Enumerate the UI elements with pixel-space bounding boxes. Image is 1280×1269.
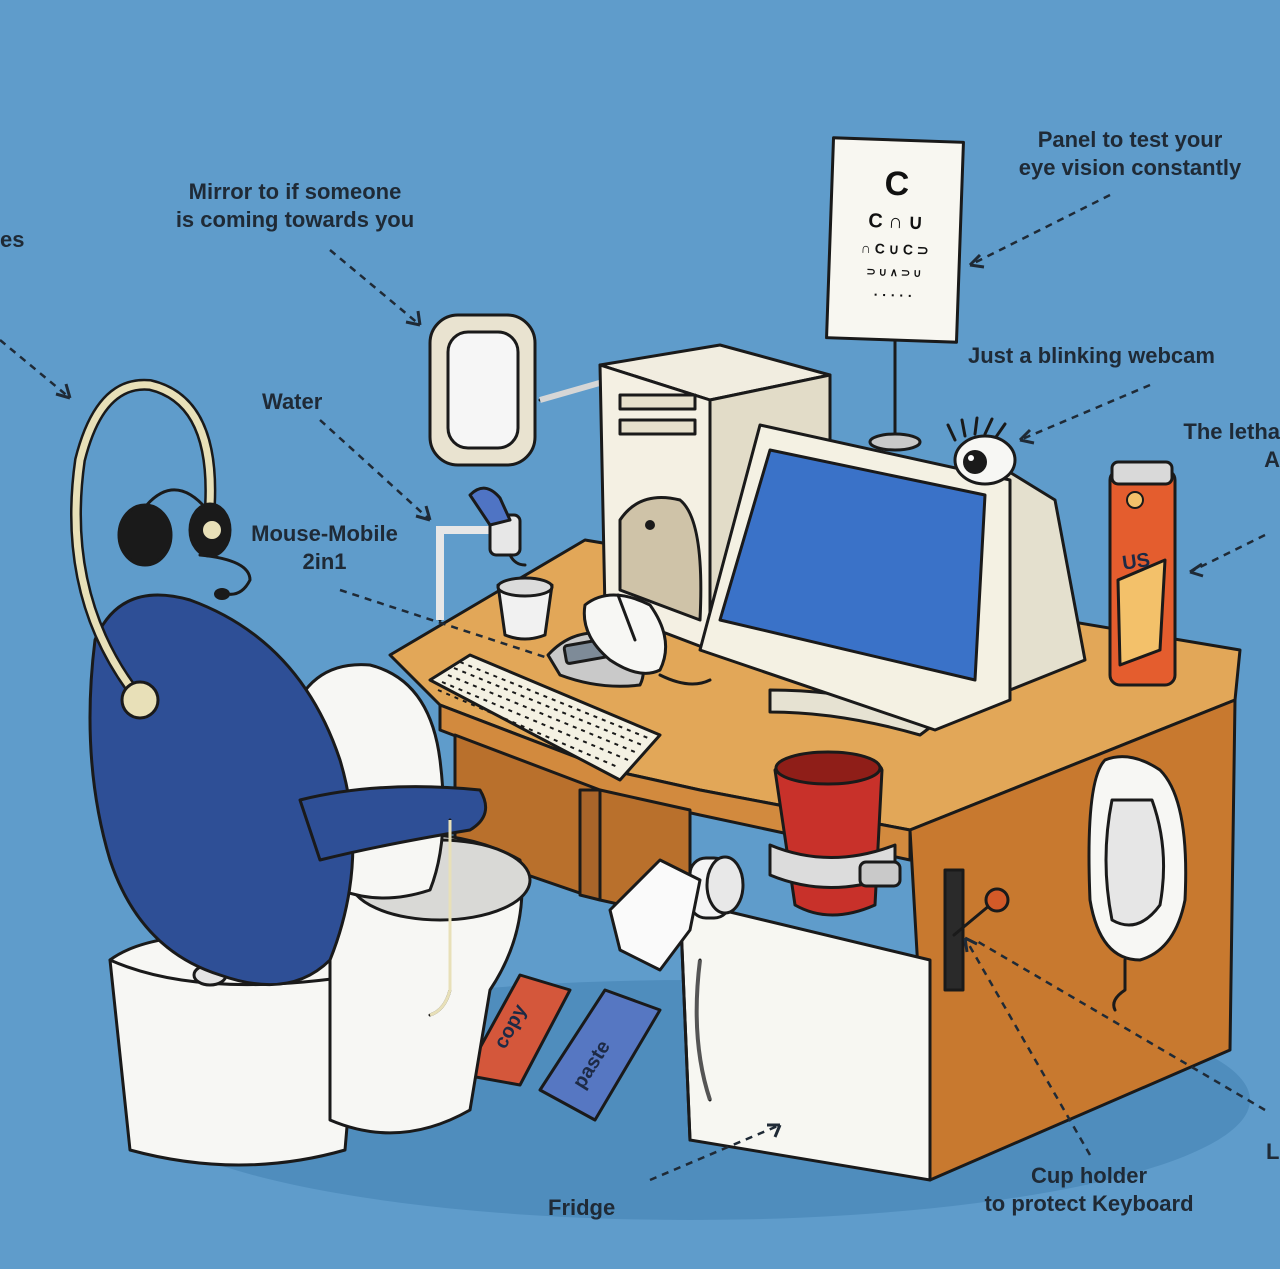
label-fridge: Fridge: [548, 1195, 616, 1220]
label-eye-panel: Panel to test your eye vision constantly: [985, 126, 1275, 182]
mouse-mobile: [546, 593, 712, 688]
headphones: [117, 488, 252, 600]
water-faucet: [436, 486, 527, 622]
label-mirror: Mirror to if someone is coming towards y…: [140, 178, 450, 234]
webcam-eye: [946, 416, 1017, 486]
crt-monitor: [698, 423, 1087, 737]
label-lethal: The letha A: [1170, 418, 1280, 474]
copy-pedal: [463, 973, 572, 1087]
paste-pedal: [538, 988, 662, 1122]
eye-chart-row-3: ∩ C ∪ C ⊃: [860, 240, 928, 258]
keyboard-keys: [437, 661, 649, 769]
label-left-edge: es: [0, 227, 25, 252]
eye-chart-row-5: · · · · ·: [873, 286, 912, 303]
spray-can-label: US: [1121, 549, 1152, 575]
eye-chart-letters: C C ∩ ∪ ∩ C ∪ C ⊃ ⊃ ∪ ∧ ⊃ ∪ · · · · ·: [860, 165, 928, 304]
label-water: Water: [262, 389, 323, 414]
side-mirror: [428, 313, 612, 467]
label-eye-panel-line-1: Panel to test your: [1037, 127, 1223, 152]
eye-chart-row-2: C ∩ ∪: [868, 210, 923, 234]
label-right-edge: L: [1266, 1139, 1280, 1164]
fridge: [678, 898, 932, 1182]
pedals: copy paste: [463, 973, 662, 1122]
label-lethal-line-2: A: [1264, 447, 1280, 472]
water-glass: [496, 576, 554, 641]
label-mouse-mobile-line-2: 2in1: [302, 549, 347, 574]
toilet: [108, 663, 532, 1167]
label-cup-holder-line-2: to protect Keyboard: [984, 1191, 1194, 1216]
urinal: [1087, 755, 1188, 1012]
eye-chart-panel: C C ∩ ∪ ∩ C ∪ C ⊃ ⊃ ∪ ∧ ⊃ ∪ · · · · ·: [825, 136, 965, 452]
eye-chart-row-4: ⊃ ∪ ∧ ⊃ ∪: [866, 266, 921, 280]
label-webcam: Just a blinking webcam: [968, 343, 1215, 368]
label-mirror-line-2: is coming towards you: [175, 207, 415, 232]
label-mirror-line-1: Mirror to if someone: [188, 179, 402, 204]
headset-arm: [70, 378, 217, 720]
toilet-paper: [608, 855, 745, 972]
spray-can: US: [1108, 460, 1177, 687]
label-eye-panel-line-2: eye vision constantly: [1018, 155, 1242, 180]
label-mouse-mobile-line-1: Mouse-Mobile: [251, 521, 398, 546]
keyboard: [428, 653, 662, 782]
label-mouse-mobile: Mouse-Mobile 2in1: [232, 520, 417, 576]
label-cup-holder-line-1: Cup holder: [1030, 1163, 1148, 1188]
label-cup-holder: Cup holder to protect Keyboard: [955, 1162, 1223, 1218]
pointer-lines: [0, 193, 1266, 1182]
cup-holder: [768, 750, 902, 917]
desk-lever: [943, 868, 1010, 992]
label-lethal-line-1: The letha: [1183, 419, 1280, 444]
eye-chart-row-1: C: [884, 165, 910, 204]
